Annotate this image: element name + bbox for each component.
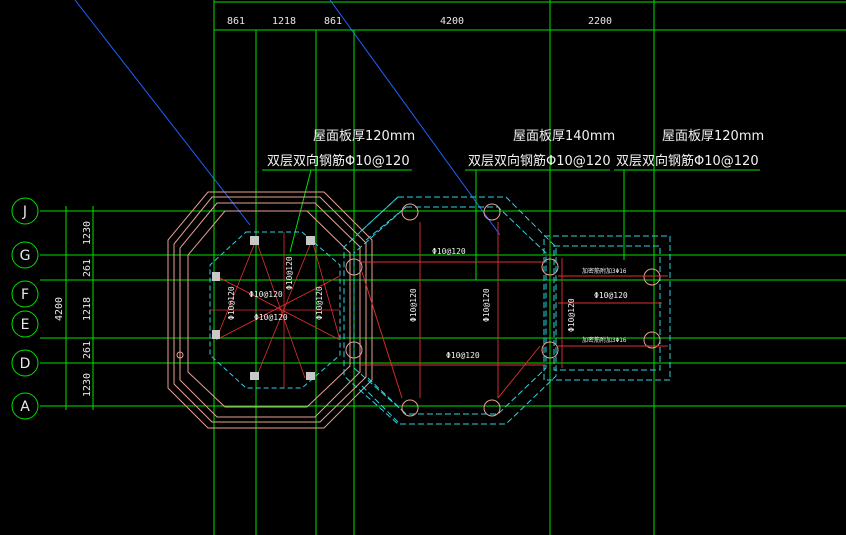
dim-top-3: 861 xyxy=(324,16,342,27)
middle-rebar xyxy=(360,222,545,399)
right-rebar-labels: 加密筋附加3Φ16 Φ10@120 Φ10@120 加密筋附加3Φ16 xyxy=(567,267,628,344)
left-radial-rebar xyxy=(210,232,341,388)
right-rebar-label-1: 加密筋附加3Φ16 xyxy=(582,267,627,275)
dim-side-2: 261 xyxy=(82,259,93,277)
note-middle-thickness: 屋面板厚140mm xyxy=(513,129,615,144)
right-slab xyxy=(543,235,671,381)
dim-top-2: 1218 xyxy=(272,16,296,27)
middle-rebar-label-1: Φ10@120 xyxy=(432,247,466,256)
left-rebar-labels: Φ10@120 Φ10@120 Φ10@120 Φ10@120 Φ10@120 xyxy=(227,256,324,322)
note-left-rebar: 双层双向钢筋Φ10@120 xyxy=(267,153,410,169)
middle-rebar-label-3: Φ10@120 xyxy=(409,288,418,322)
note-right-rebar: 双层双向钢筋Φ10@120 xyxy=(616,153,759,169)
right-circles xyxy=(643,268,661,349)
right-rebar xyxy=(558,258,668,368)
left-rebar-label-5: Φ10@120 xyxy=(315,286,324,320)
axis-label-d: D xyxy=(20,356,31,372)
dim-side-3: 1218 xyxy=(82,297,93,321)
middle-octagon xyxy=(343,196,557,425)
middle-circles xyxy=(345,203,559,417)
middle-rebar-label-4: Φ10@120 xyxy=(482,288,491,322)
middle-rebar-label-2: Φ10@120 xyxy=(446,351,480,360)
grid-lines xyxy=(40,0,846,535)
axis-label-e: E xyxy=(21,317,30,333)
dim-side-4: 261 xyxy=(82,341,93,359)
left-octagon xyxy=(167,191,373,429)
left-rebar-label-3: Φ10@120 xyxy=(285,256,294,290)
axis-label-f: F xyxy=(21,287,29,303)
side-dimensions: 1230 261 1218 261 1230 4200 xyxy=(54,221,93,397)
note-middle-rebar: 双层双向钢筋Φ10@120 xyxy=(468,153,611,169)
middle-rebar-labels: Φ10@120 Φ10@120 Φ10@120 Φ10@120 xyxy=(409,247,491,360)
dim-top-4: 4200 xyxy=(440,16,464,27)
left-rebar-label-1: Φ10@120 xyxy=(249,290,283,299)
left-rebar-label-2: Φ10@120 xyxy=(254,313,288,322)
dim-side-5: 1230 xyxy=(82,373,93,397)
slab-notes: 屋面板厚120mm 双层双向钢筋Φ10@120 屋面板厚140mm 双层双向钢筋… xyxy=(267,129,764,169)
left-rebar-label-4: Φ10@120 xyxy=(227,286,236,320)
grid-axis-bubbles xyxy=(11,197,39,420)
top-dimensions: 861 1218 861 4200 2200 xyxy=(227,16,612,27)
axis-label-j: J xyxy=(22,204,27,220)
dim-top-5: 2200 xyxy=(588,16,612,27)
grid-axis-labels: J G F E D A xyxy=(20,204,31,415)
axis-label-g: G xyxy=(20,248,31,264)
note-right-thickness: 屋面板厚120mm xyxy=(662,129,764,144)
right-rebar-label-3: Φ10@120 xyxy=(567,298,576,332)
dim-top-1: 861 xyxy=(227,16,245,27)
note-left-thickness: 屋面板厚120mm xyxy=(313,129,415,144)
axis-label-a: A xyxy=(20,399,30,415)
dim-side-1: 1230 xyxy=(82,221,93,245)
leader-lines xyxy=(74,0,501,236)
dim-side-total: 4200 xyxy=(54,297,65,321)
right-rebar-label-2: Φ10@120 xyxy=(594,291,628,300)
right-rebar-label-4: 加密筋附加3Φ16 xyxy=(582,336,627,344)
left-column-blocks xyxy=(212,236,315,380)
